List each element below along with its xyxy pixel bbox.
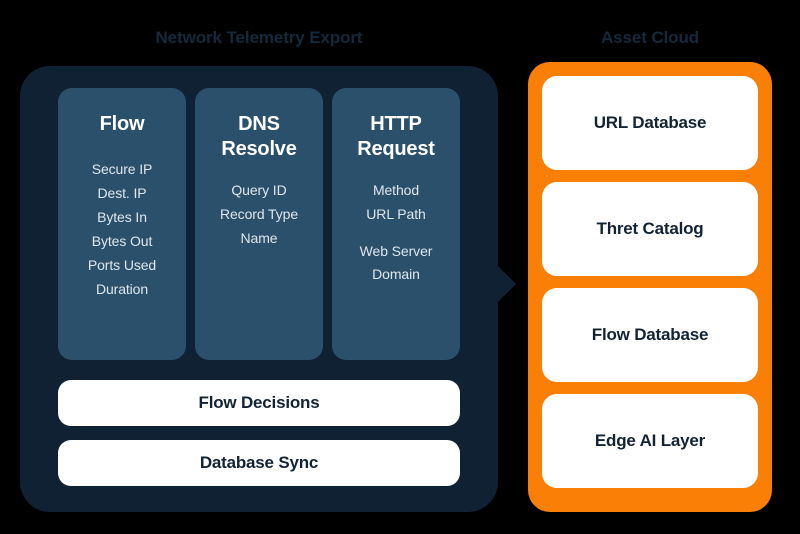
card-title: DNS Resolve: [201, 112, 317, 162]
telemetry-card-flow[interactable]: Flow Secure IP Dest. IP Bytes In Bytes O…: [58, 88, 186, 360]
card-title: Flow: [64, 112, 180, 137]
list-item: Ports Used: [87, 257, 157, 273]
card-title-line: Resolve: [221, 138, 297, 160]
card-title-line: Flow: [99, 113, 145, 135]
bar-label: Database Sync: [199, 453, 319, 472]
asset-card-label: Thret Catalog: [596, 219, 704, 238]
flow-arrow-icon: [494, 262, 516, 306]
asset-card-flow-database[interactable]: Flow Database: [542, 288, 758, 382]
list-item: Secure IP: [91, 161, 153, 177]
list-item: URL Path: [366, 206, 426, 222]
right-section-title: Asset Cloud: [600, 28, 700, 47]
asset-cloud-panel: URL Database Thret Catalog Flow Database…: [528, 62, 772, 512]
list-item: Bytes Out: [91, 233, 153, 249]
list-item: Name: [240, 230, 278, 246]
card-title-line: Request: [357, 138, 435, 160]
card-title: HTTP Request: [338, 112, 454, 162]
card-title-line: HTTP: [370, 113, 422, 135]
list-item: Dest. IP: [97, 185, 147, 201]
telemetry-card-http-request[interactable]: HTTP Request Method URL Path Web Server …: [332, 88, 460, 360]
network-telemetry-export-panel: Flow Secure IP Dest. IP Bytes In Bytes O…: [20, 66, 498, 512]
asset-card-label: URL Database: [593, 113, 707, 132]
list-item: Query ID: [231, 182, 287, 198]
list-item: Duration: [95, 281, 149, 297]
asset-card-edge-ai-layer[interactable]: Edge AI Layer: [542, 394, 758, 488]
telemetry-card-row: Flow Secure IP Dest. IP Bytes In Bytes O…: [58, 88, 460, 360]
card-title-line: DNS: [238, 113, 280, 135]
asset-card-label: Edge AI Layer: [594, 431, 706, 450]
database-sync-bar[interactable]: Database Sync: [58, 440, 460, 486]
list-item: Web Server Domain: [359, 243, 433, 282]
left-section-title: Network Telemetry Export: [155, 28, 363, 47]
bar-label: Flow Decisions: [198, 393, 320, 412]
list-item: Record Type: [219, 206, 299, 222]
card-item-list: Secure IP Dest. IP Bytes In Bytes Out Po…: [64, 157, 180, 301]
asset-card-thret-catalog[interactable]: Thret Catalog: [542, 182, 758, 276]
flow-decisions-bar[interactable]: Flow Decisions: [58, 380, 460, 426]
list-item: Method: [372, 182, 420, 198]
card-item-list: Method URL Path Web Server Domain: [338, 178, 454, 286]
telemetry-card-dns-resolve[interactable]: DNS Resolve Query ID Record Type Name: [195, 88, 323, 360]
list-item: Bytes In: [97, 209, 147, 225]
asset-card-label: Flow Database: [591, 325, 709, 344]
card-item-list: Query ID Record Type Name: [201, 178, 317, 250]
asset-card-url-database[interactable]: URL Database: [542, 76, 758, 170]
